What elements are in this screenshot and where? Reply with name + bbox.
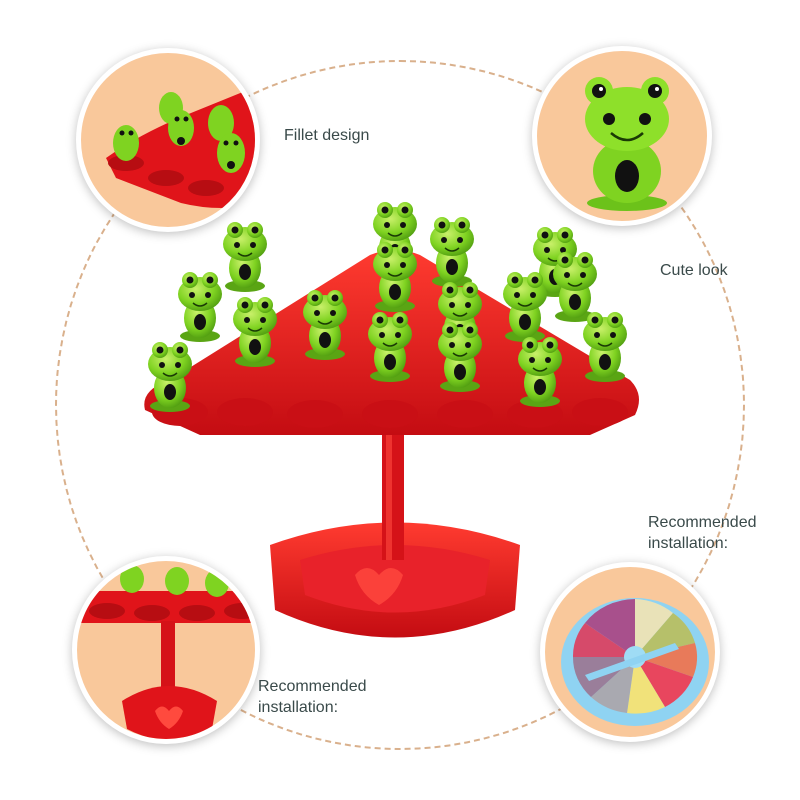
label-line-2: installation: bbox=[258, 699, 339, 716]
label-installation-spinner: Recommended installation: bbox=[648, 512, 757, 554]
frog-balance-tree bbox=[144, 201, 640, 638]
dashed-guide-circle bbox=[55, 60, 745, 750]
callout-cute-look bbox=[532, 46, 712, 226]
callout-stand bbox=[72, 556, 260, 744]
label-line-2: installation: bbox=[648, 535, 729, 552]
spinner-wheel-icon bbox=[561, 598, 709, 726]
fillet-closeup-icon bbox=[106, 87, 255, 208]
callout-fillet-design bbox=[76, 48, 260, 232]
label-line-1: Recommended bbox=[648, 514, 757, 531]
label-fillet-design: Fillet design bbox=[284, 127, 370, 144]
callout-spinner bbox=[540, 562, 720, 742]
label-installation-stand: Recommended installation: bbox=[258, 676, 367, 718]
tree-stand-icon bbox=[77, 565, 255, 739]
frog-figure-icon bbox=[585, 77, 669, 211]
label-cute-look: Cute look bbox=[660, 262, 728, 279]
label-line-1: Recommended bbox=[258, 678, 367, 695]
